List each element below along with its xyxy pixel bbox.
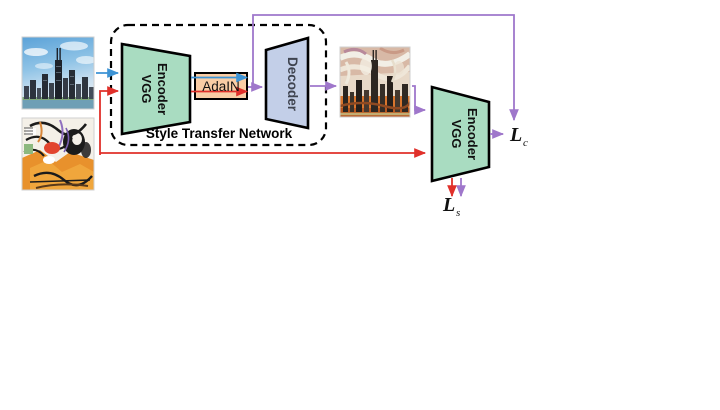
vgg-encoder-right-line1: VGG	[449, 120, 464, 149]
vgg-encoder-left-block	[120, 42, 192, 136]
vgg-encoder-left-line2: Encoder	[155, 63, 170, 115]
style-image	[21, 117, 95, 191]
style-loss-subscript: s	[456, 207, 460, 219]
content-loss-symbol: L	[509, 124, 522, 146]
style-loss-symbol: L	[442, 194, 455, 216]
arrow-style-to-encoder	[99, 86, 120, 155]
content-loss-subscript: c	[523, 137, 528, 149]
decoder-block	[264, 36, 310, 130]
arrow-output-to-right-encoder	[412, 85, 427, 115]
decoder-label: Decoder	[285, 57, 300, 112]
style-loss-label: L s	[442, 194, 460, 219]
vgg-encoder-right-line2: Encoder	[465, 108, 480, 160]
style-transfer-network-label: Style Transfer Network	[146, 126, 293, 141]
vgg-encoder-right-block	[430, 85, 491, 183]
adain-label: AdaIN	[202, 79, 240, 94]
style-transfer-network-boundary	[109, 23, 328, 147]
output-image	[339, 46, 411, 118]
content-image	[21, 36, 95, 110]
vgg-encoder-left-line1: VGG	[139, 75, 154, 104]
content-loss-label: L c	[509, 124, 528, 149]
arrow-adain-target-to-content-loss	[252, 14, 519, 122]
